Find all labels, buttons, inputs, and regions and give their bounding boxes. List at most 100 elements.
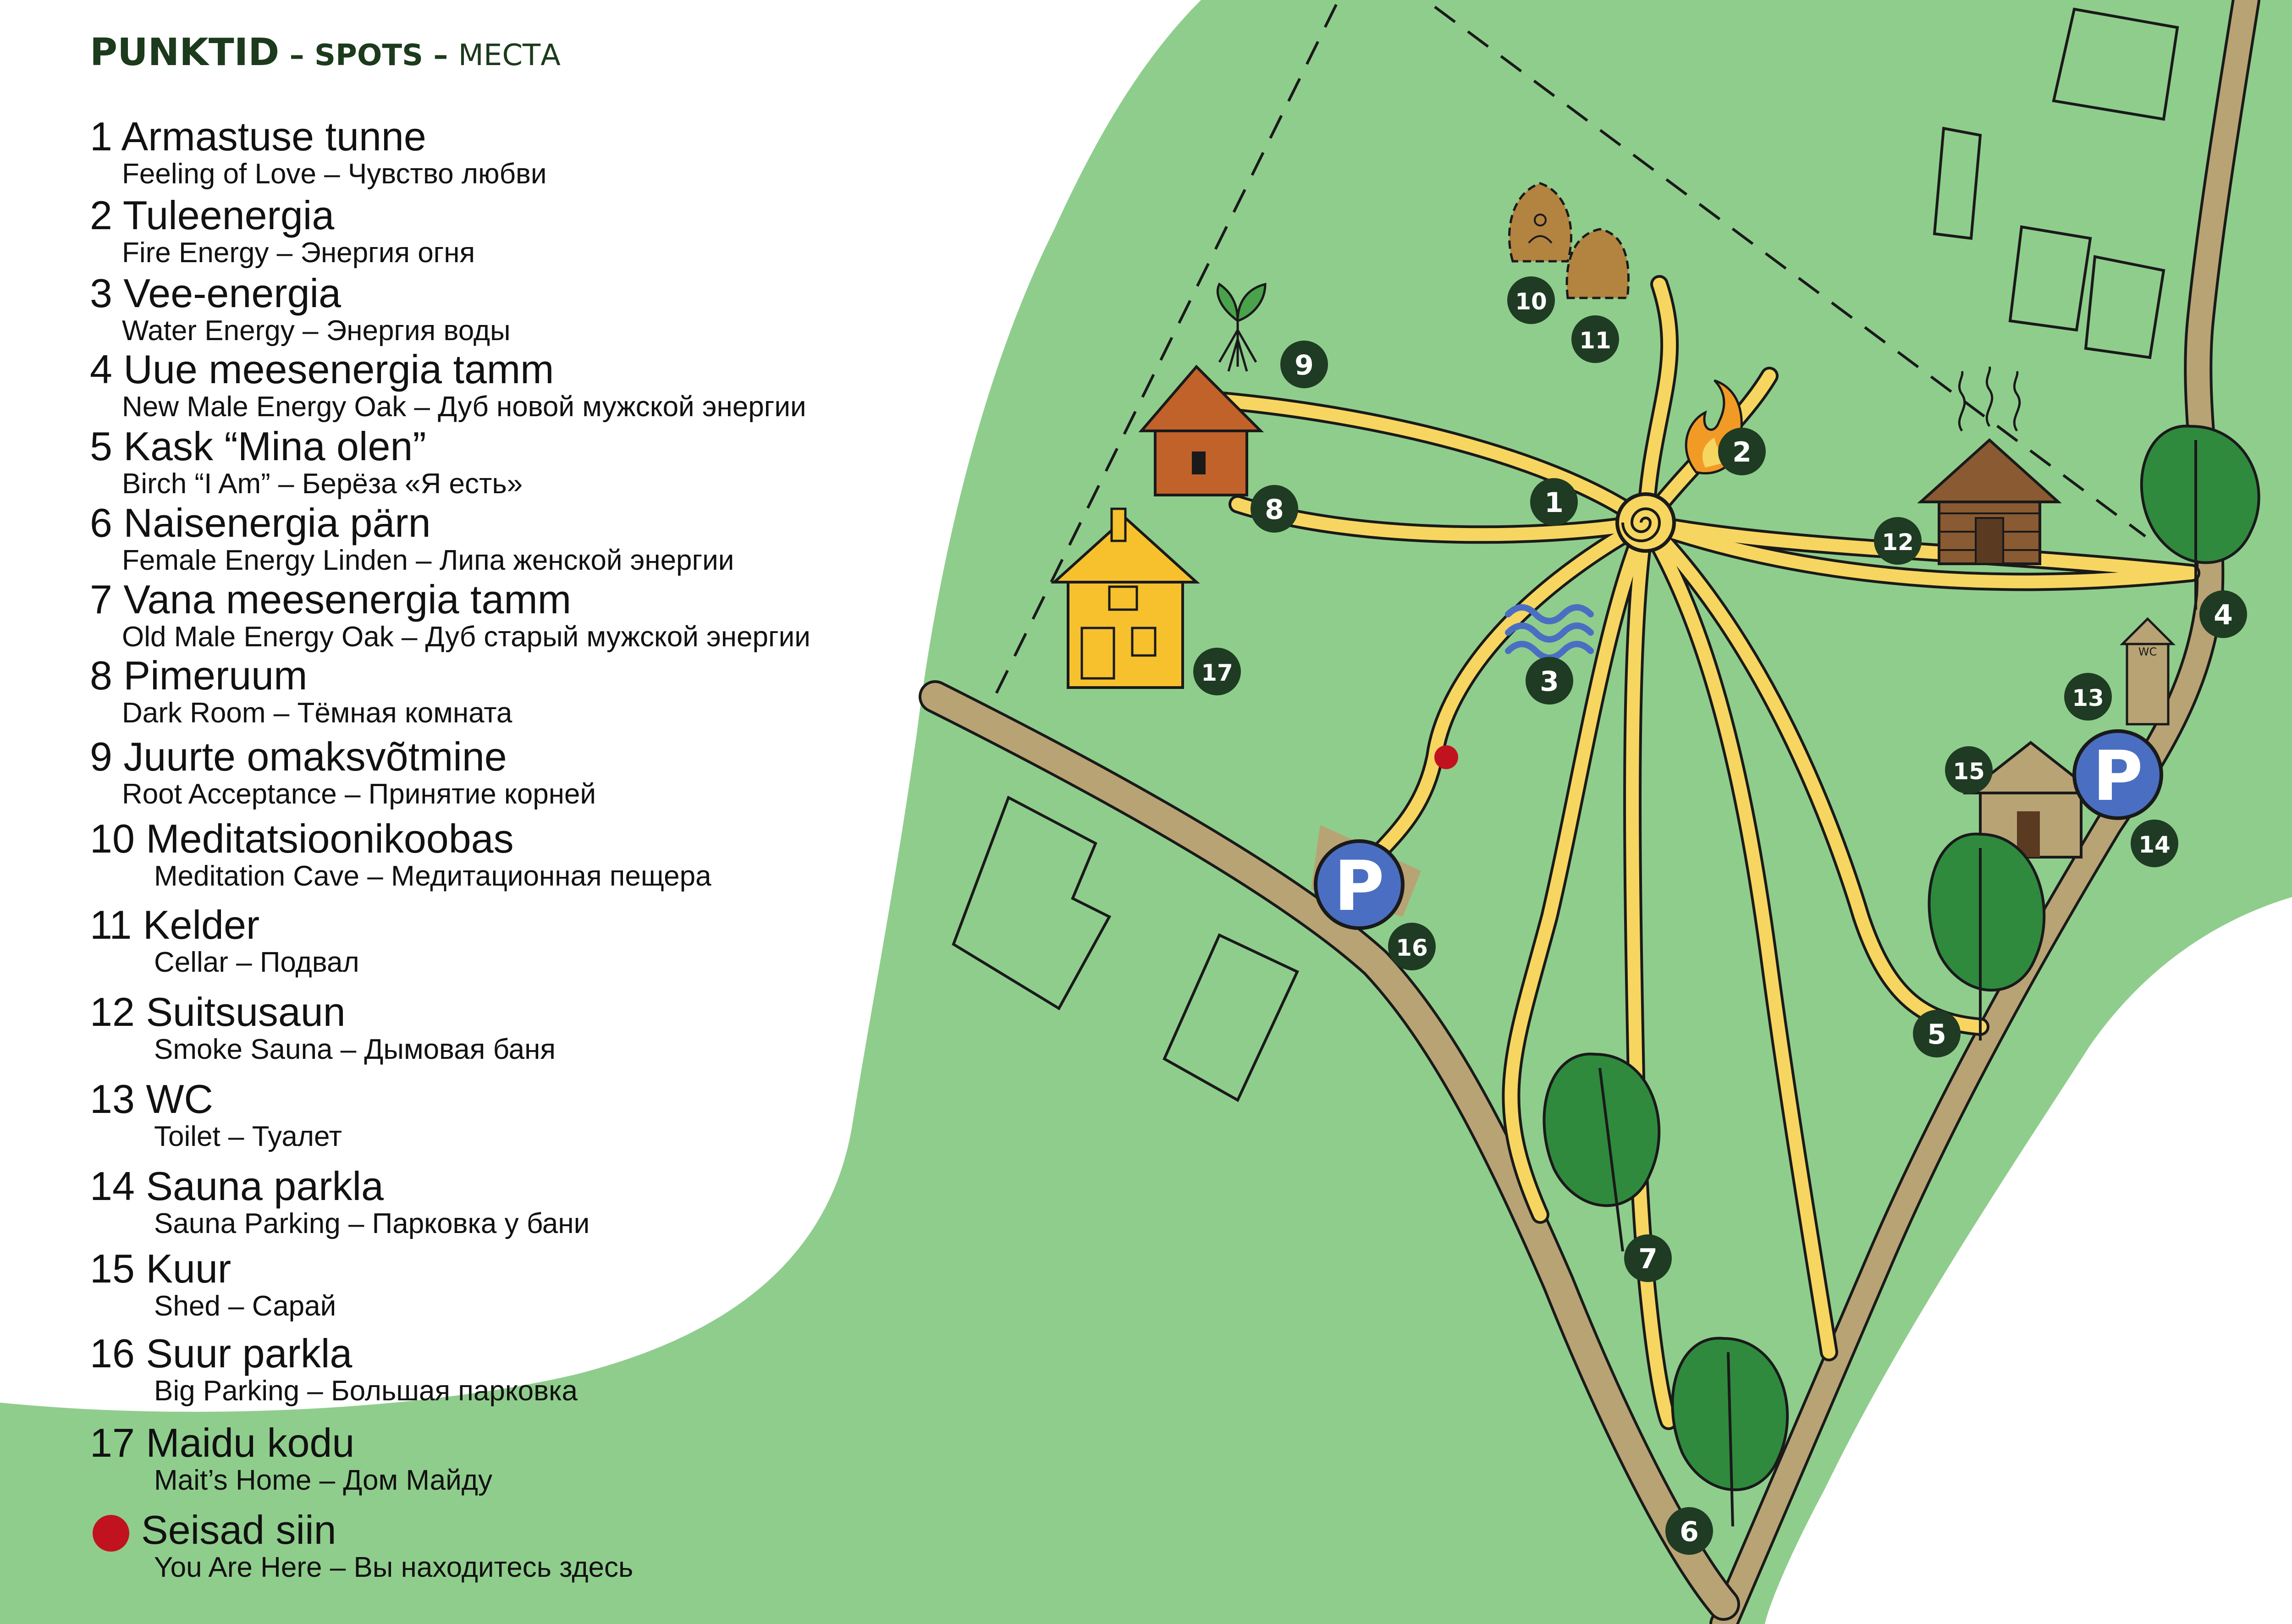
legend-item-translation: Feeling of Love – Чувство любви bbox=[122, 158, 547, 190]
legend-item-translation: Dark Room – Тёмная комната bbox=[122, 697, 512, 729]
legend-item-number: 1 bbox=[90, 114, 112, 159]
marker-10: 10 bbox=[1507, 276, 1555, 324]
svg-text:5: 5 bbox=[1927, 1018, 1946, 1051]
marker-4: 4 bbox=[2199, 590, 2247, 638]
legend-here-label: Seisad siin bbox=[141, 1507, 336, 1552]
legend-item-number: 6 bbox=[90, 500, 112, 545]
legend-item-name: 1 Armastuse tunne bbox=[90, 115, 547, 159]
legend-item-translation: Water Energy – Энергия воды bbox=[122, 315, 511, 347]
legend-item-label: Maidu kodu bbox=[146, 1420, 355, 1465]
legend-item-name: 14 Sauna parkla bbox=[90, 1164, 590, 1208]
legend-item-translation: Toilet – Туалет bbox=[154, 1121, 342, 1152]
svg-text:6: 6 bbox=[1680, 1516, 1699, 1548]
linden-tree-icon bbox=[1671, 1337, 1789, 1527]
yellow-house-icon bbox=[1051, 507, 1200, 689]
legend-item-name: 11 Kelder bbox=[90, 903, 359, 947]
marker-2: 2 bbox=[1718, 428, 1766, 475]
legend-item-number: 12 bbox=[90, 989, 135, 1035]
map-markers: 1 2 3 4 5 6 7 8 9 10 11 12 13 14 15 16 1… bbox=[1193, 276, 2247, 1555]
legend-item-translation: Fire Energy – Энергия огня bbox=[122, 237, 475, 269]
legend-item-translation: Meditation Cave – Медитационная пещера bbox=[154, 860, 711, 892]
you-are-here-icon bbox=[93, 1514, 129, 1552]
smoke-sauna-icon bbox=[1917, 366, 2062, 565]
svg-text:15: 15 bbox=[1953, 758, 1985, 785]
marker-11: 11 bbox=[1571, 315, 1619, 363]
svg-text:7: 7 bbox=[1638, 1243, 1658, 1275]
svg-text:17: 17 bbox=[1201, 660, 1233, 686]
legend-item-translation: Big Parking – Большая парковка bbox=[154, 1375, 578, 1407]
dark-room-hut-icon bbox=[1138, 364, 1264, 496]
legend-item-translation: Smoke Sauna – Дымовая баня bbox=[154, 1034, 556, 1065]
legend-item-label: Meditatsioonikoobas bbox=[146, 816, 514, 861]
legend-item-label: Juurte omaksvõtmine bbox=[123, 734, 507, 779]
legend-item-number: 5 bbox=[90, 424, 112, 469]
svg-text:1: 1 bbox=[1544, 487, 1564, 519]
svg-text:9: 9 bbox=[1295, 349, 1314, 381]
legend-item-number: 17 bbox=[90, 1420, 135, 1465]
svg-text:16: 16 bbox=[1396, 935, 1428, 961]
svg-text:11: 11 bbox=[1579, 327, 1611, 354]
spiral-center-icon bbox=[1615, 492, 1676, 553]
birch-tree-icon bbox=[1928, 832, 2046, 1040]
legend-item-name: 6 Naisenergia pärn bbox=[90, 501, 734, 545]
marker-12: 12 bbox=[1874, 517, 1922, 565]
oak-tree-icon bbox=[2140, 424, 2260, 610]
legend-item-translation: Cellar – Подвал bbox=[154, 947, 359, 978]
legend-item-number: 7 bbox=[90, 577, 112, 622]
legend-item-name: 10 Meditatsioonikoobas bbox=[90, 817, 711, 861]
legend-item-name: 12 Suitsusaun bbox=[90, 990, 556, 1034]
legend-item-name: 2 Tuleenergia bbox=[90, 193, 475, 237]
plot-outlines bbox=[952, 7, 2179, 1102]
legend-item-name: 16 Suur parkla bbox=[90, 1332, 578, 1376]
legend-item-label: Kelder bbox=[143, 902, 260, 947]
legend-item-translation: Birch “I Am” – Берёза «Я есть» bbox=[122, 468, 523, 500]
legend-item-number: 3 bbox=[90, 270, 112, 316]
svg-text:P: P bbox=[2093, 737, 2143, 816]
legend-item-number: 15 bbox=[90, 1246, 135, 1291]
legend-item-translation: Old Male Energy Oak – Дуб старый мужской… bbox=[122, 621, 810, 653]
legend-item-name: 13 WC bbox=[90, 1077, 342, 1121]
property-boundary bbox=[984, 4, 2146, 716]
wc-label: WC bbox=[2138, 645, 2157, 658]
svg-text:14: 14 bbox=[2138, 831, 2171, 858]
legend-item-number: 13 bbox=[90, 1076, 135, 1122]
legend-here-translation: You Are Here – Вы находитесь здесь bbox=[154, 1552, 634, 1583]
root-plant-icon bbox=[1216, 282, 1267, 372]
cellar-icon bbox=[1565, 228, 1630, 299]
legend-item-label: Kask “Mina olen” bbox=[123, 424, 426, 469]
marker-9: 9 bbox=[1280, 341, 1328, 388]
legend-item-name: 4 Uue meesenergia tamm bbox=[90, 347, 806, 391]
legend-item-label: Tuleenergia bbox=[122, 193, 335, 238]
legend-item-name: 15 Kuur bbox=[90, 1247, 336, 1291]
legend-item-number: 11 bbox=[90, 902, 132, 947]
marker-16: 16 bbox=[1388, 923, 1436, 970]
legend-item-number: 16 bbox=[90, 1331, 135, 1376]
legend-item-label: Suitsusaun bbox=[146, 989, 346, 1035]
legend-item-name: 5 Kask “Mina olen” bbox=[90, 424, 523, 468]
shed-icon bbox=[1962, 741, 2099, 859]
legend-item-label: Vana meesenergia tamm bbox=[123, 577, 572, 622]
marker-15: 15 bbox=[1945, 746, 1993, 794]
svg-text:P: P bbox=[1334, 847, 1384, 926]
marker-7: 7 bbox=[1624, 1234, 1672, 1282]
legend-item-label: Naisenergia pärn bbox=[123, 500, 431, 545]
marker-5: 5 bbox=[1913, 1010, 1961, 1057]
legend-item-number: 8 bbox=[90, 653, 112, 698]
wc-hut-icon: WC bbox=[2119, 617, 2176, 726]
legend: PUNKTID – SPOTS – МЕСТА 1 Armastuse tunn… bbox=[90, 28, 1007, 1583]
legend-item-label: Sauna parkla bbox=[146, 1163, 384, 1209]
